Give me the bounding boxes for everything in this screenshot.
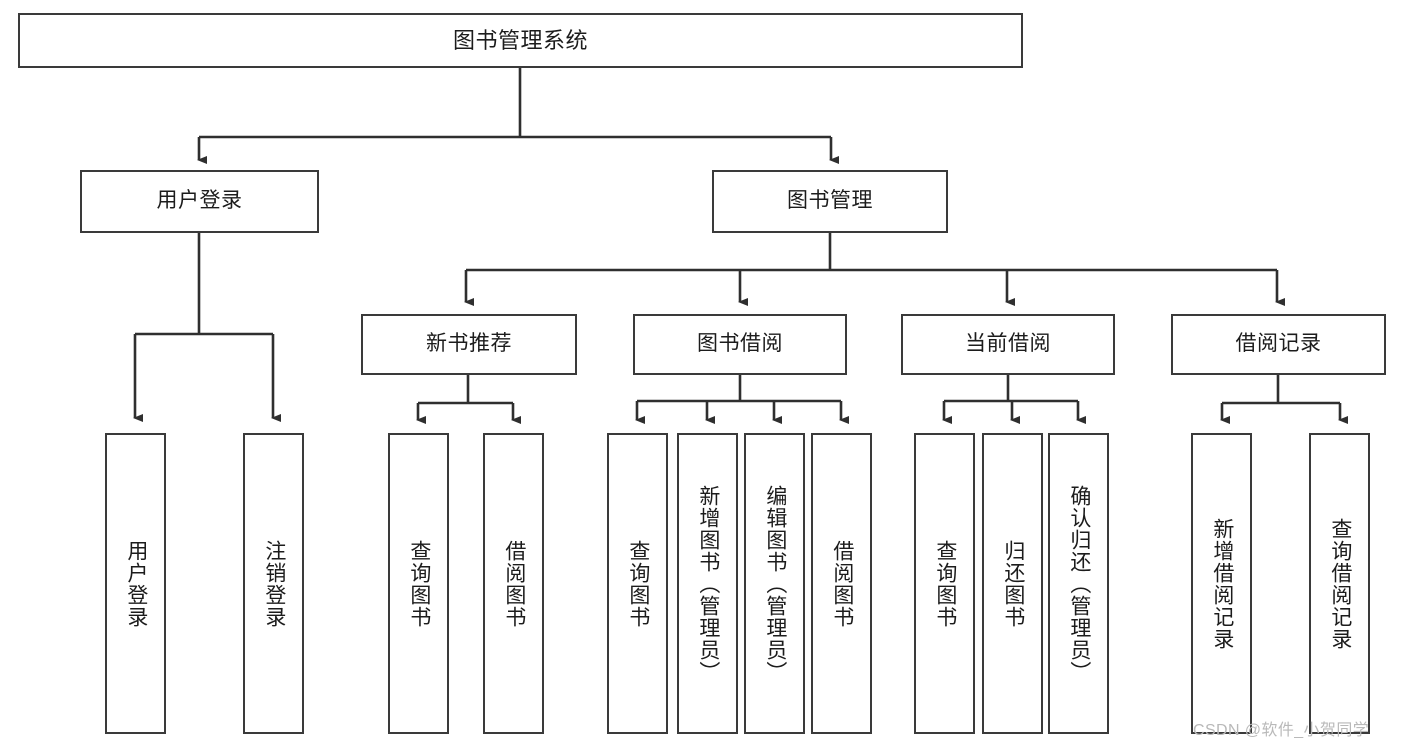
leaf-query-borrow-record[interactable]: 查询借阅记录: [1309, 433, 1370, 734]
leaf-borrow-book-recommend[interactable]: 借阅图书: [483, 433, 544, 734]
leaf-user-login-label: 用户登录: [124, 539, 148, 628]
node-current-borrow-label: 当前借阅: [965, 332, 1051, 356]
node-book-borrow[interactable]: 图书借阅: [633, 314, 847, 375]
node-user-login[interactable]: 用户登录: [80, 170, 319, 233]
leaf-logout[interactable]: 注销登录: [243, 433, 304, 734]
leaf-add-borrow-record-label: 新增借阅记录: [1210, 517, 1234, 650]
leaf-borrow-book-recommend-label: 借阅图书: [502, 539, 526, 628]
leaf-query-book-borrow[interactable]: 查询图书: [607, 433, 668, 734]
node-book-management-label: 图书管理: [787, 189, 873, 213]
node-root[interactable]: 图书管理系统: [18, 13, 1023, 68]
node-book-borrow-label: 图书借阅: [697, 332, 783, 356]
node-book-management[interactable]: 图书管理: [712, 170, 948, 233]
leaf-query-book-recommend-label: 查询图书: [407, 539, 431, 628]
leaf-confirm-return-admin[interactable]: 确认归还（管理员）: [1048, 433, 1109, 734]
node-new-book-recommend-label: 新书推荐: [426, 332, 512, 356]
node-borrow-records-label: 借阅记录: [1235, 332, 1322, 356]
leaf-query-borrow-record-label: 查询借阅记录: [1328, 517, 1352, 650]
leaf-return-book-label: 归还图书: [1001, 539, 1025, 628]
leaf-user-login[interactable]: 用户登录: [105, 433, 166, 734]
leaf-edit-book-admin[interactable]: 编辑图书（管理员）: [744, 433, 805, 734]
leaf-query-book-current[interactable]: 查询图书: [914, 433, 975, 734]
node-user-login-label: 用户登录: [156, 189, 243, 213]
leaf-add-book-admin[interactable]: 新增图书（管理员）: [677, 433, 738, 734]
leaf-query-book-recommend[interactable]: 查询图书: [388, 433, 449, 734]
leaf-edit-book-admin-label: 编辑图书（管理员）: [763, 484, 787, 683]
node-new-book-recommend[interactable]: 新书推荐: [361, 314, 577, 375]
leaf-query-book-current-label: 查询图书: [933, 539, 957, 628]
node-root-label: 图书管理系统: [452, 27, 588, 53]
node-borrow-records[interactable]: 借阅记录: [1171, 314, 1386, 375]
leaf-borrow-book[interactable]: 借阅图书: [811, 433, 872, 734]
leaf-confirm-return-admin-label: 确认归还（管理员）: [1067, 484, 1091, 683]
node-current-borrow[interactable]: 当前借阅: [901, 314, 1115, 375]
leaf-add-book-admin-label: 新增图书（管理员）: [696, 484, 720, 683]
leaf-query-book-borrow-label: 查询图书: [626, 539, 650, 628]
leaf-add-borrow-record[interactable]: 新增借阅记录: [1191, 433, 1252, 734]
leaf-return-book[interactable]: 归还图书: [982, 433, 1043, 734]
leaf-logout-label: 注销登录: [262, 539, 286, 628]
watermark: CSDN @软件_小贺同学: [1193, 722, 1370, 739]
leaf-borrow-book-label: 借阅图书: [830, 539, 854, 628]
